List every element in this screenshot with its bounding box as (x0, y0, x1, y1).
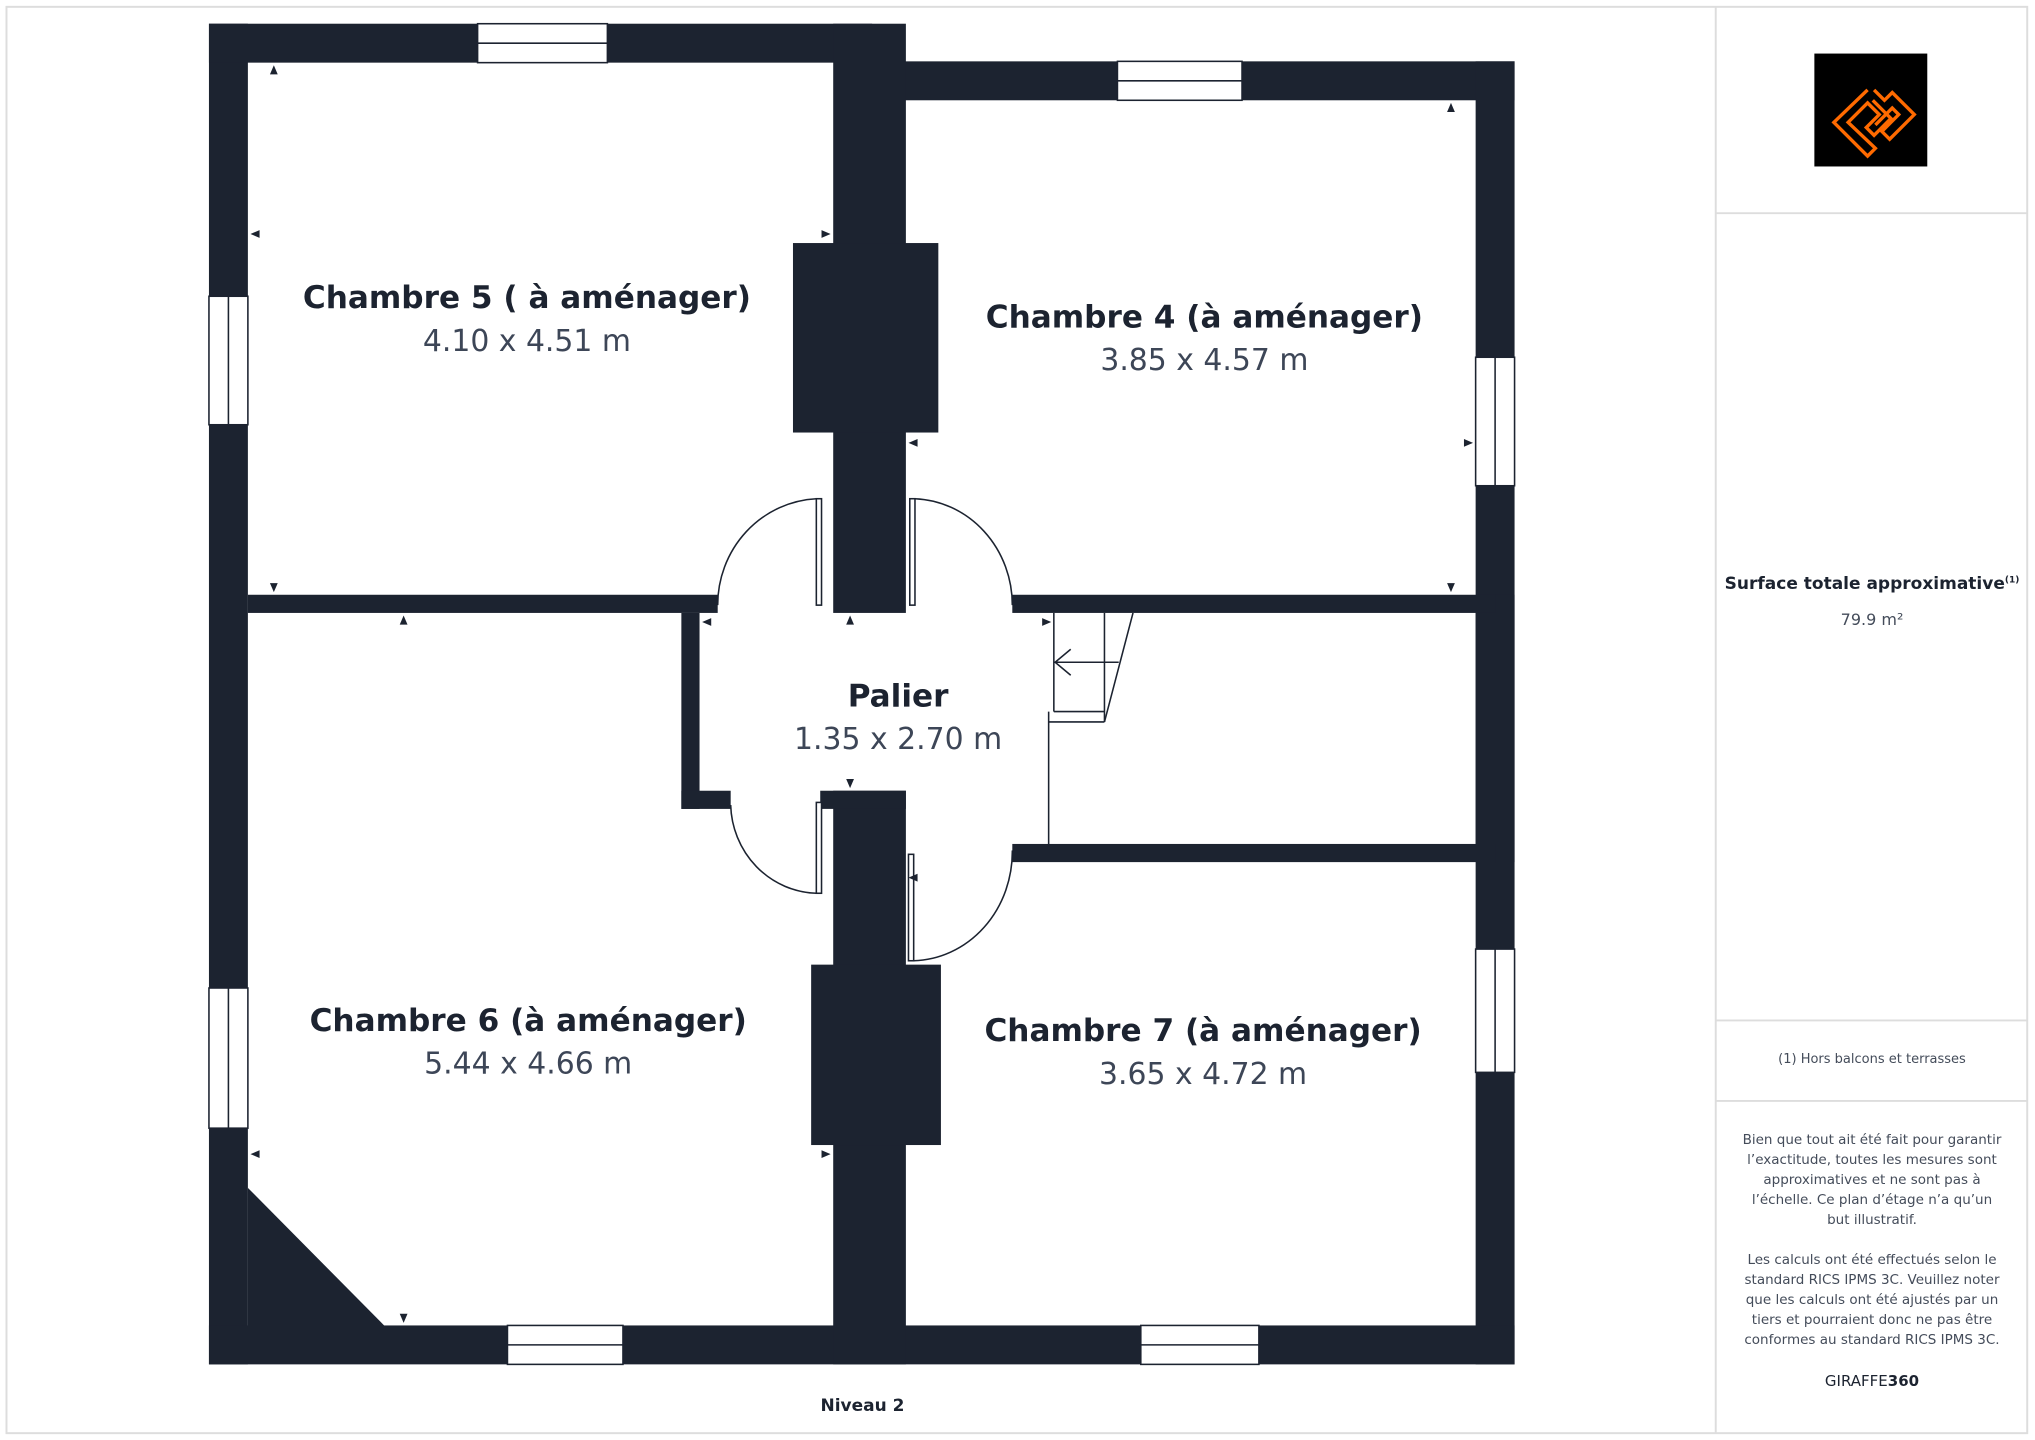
room-dimensions: 4.10 x 4.51 m (423, 324, 631, 359)
room-name: Chambre 7 (à aménager) (984, 1013, 1421, 1049)
brand-number: 360 (1887, 1372, 1920, 1390)
level-label: Niveau 2 (820, 1396, 905, 1416)
room-name: Chambre 4 (à aménager) (986, 299, 1423, 335)
room-dimensions: 1.35 x 2.70 m (794, 722, 1002, 757)
total-area-label: Surface totale approximative(1) (1717, 574, 2027, 594)
total-area-value: 79.9 m² (1840, 610, 1904, 629)
dimension-markers (250, 65, 1474, 1323)
total-area-label-text: Surface totale approximative (1724, 574, 2005, 594)
brand-wordmark: GIRAFFE360 (1717, 1372, 2027, 1390)
footnote-marker: (1) (2004, 575, 2020, 586)
room-name: Chambre 6 (à aménager) (310, 1003, 747, 1039)
page-frame (5, 5, 2029, 1435)
room-name: Palier (848, 678, 949, 714)
room-dimensions: 3.85 x 4.57 m (1100, 343, 1308, 378)
room-name: Chambre 5 ( à aménager) (303, 280, 751, 316)
stairs (1047, 612, 1134, 844)
walls (208, 23, 1515, 1365)
windows (208, 22, 1516, 1366)
disclaimer-accuracy: Bien que tout ait été fait pour garantir… (1742, 1132, 2002, 1228)
disclaimer-rics: Les calculs ont été effectués selon le s… (1744, 1252, 2000, 1348)
footnote: (1) Hors balcons et terrasses (1778, 1052, 1966, 1067)
doors (716, 497, 1014, 962)
room-dimensions: 3.65 x 4.72 m (1099, 1057, 1307, 1092)
room-dimensions: 5.44 x 4.66 m (424, 1047, 632, 1082)
brand-text: GIRAFFE (1824, 1372, 1888, 1390)
brand-logo (1814, 53, 1928, 167)
